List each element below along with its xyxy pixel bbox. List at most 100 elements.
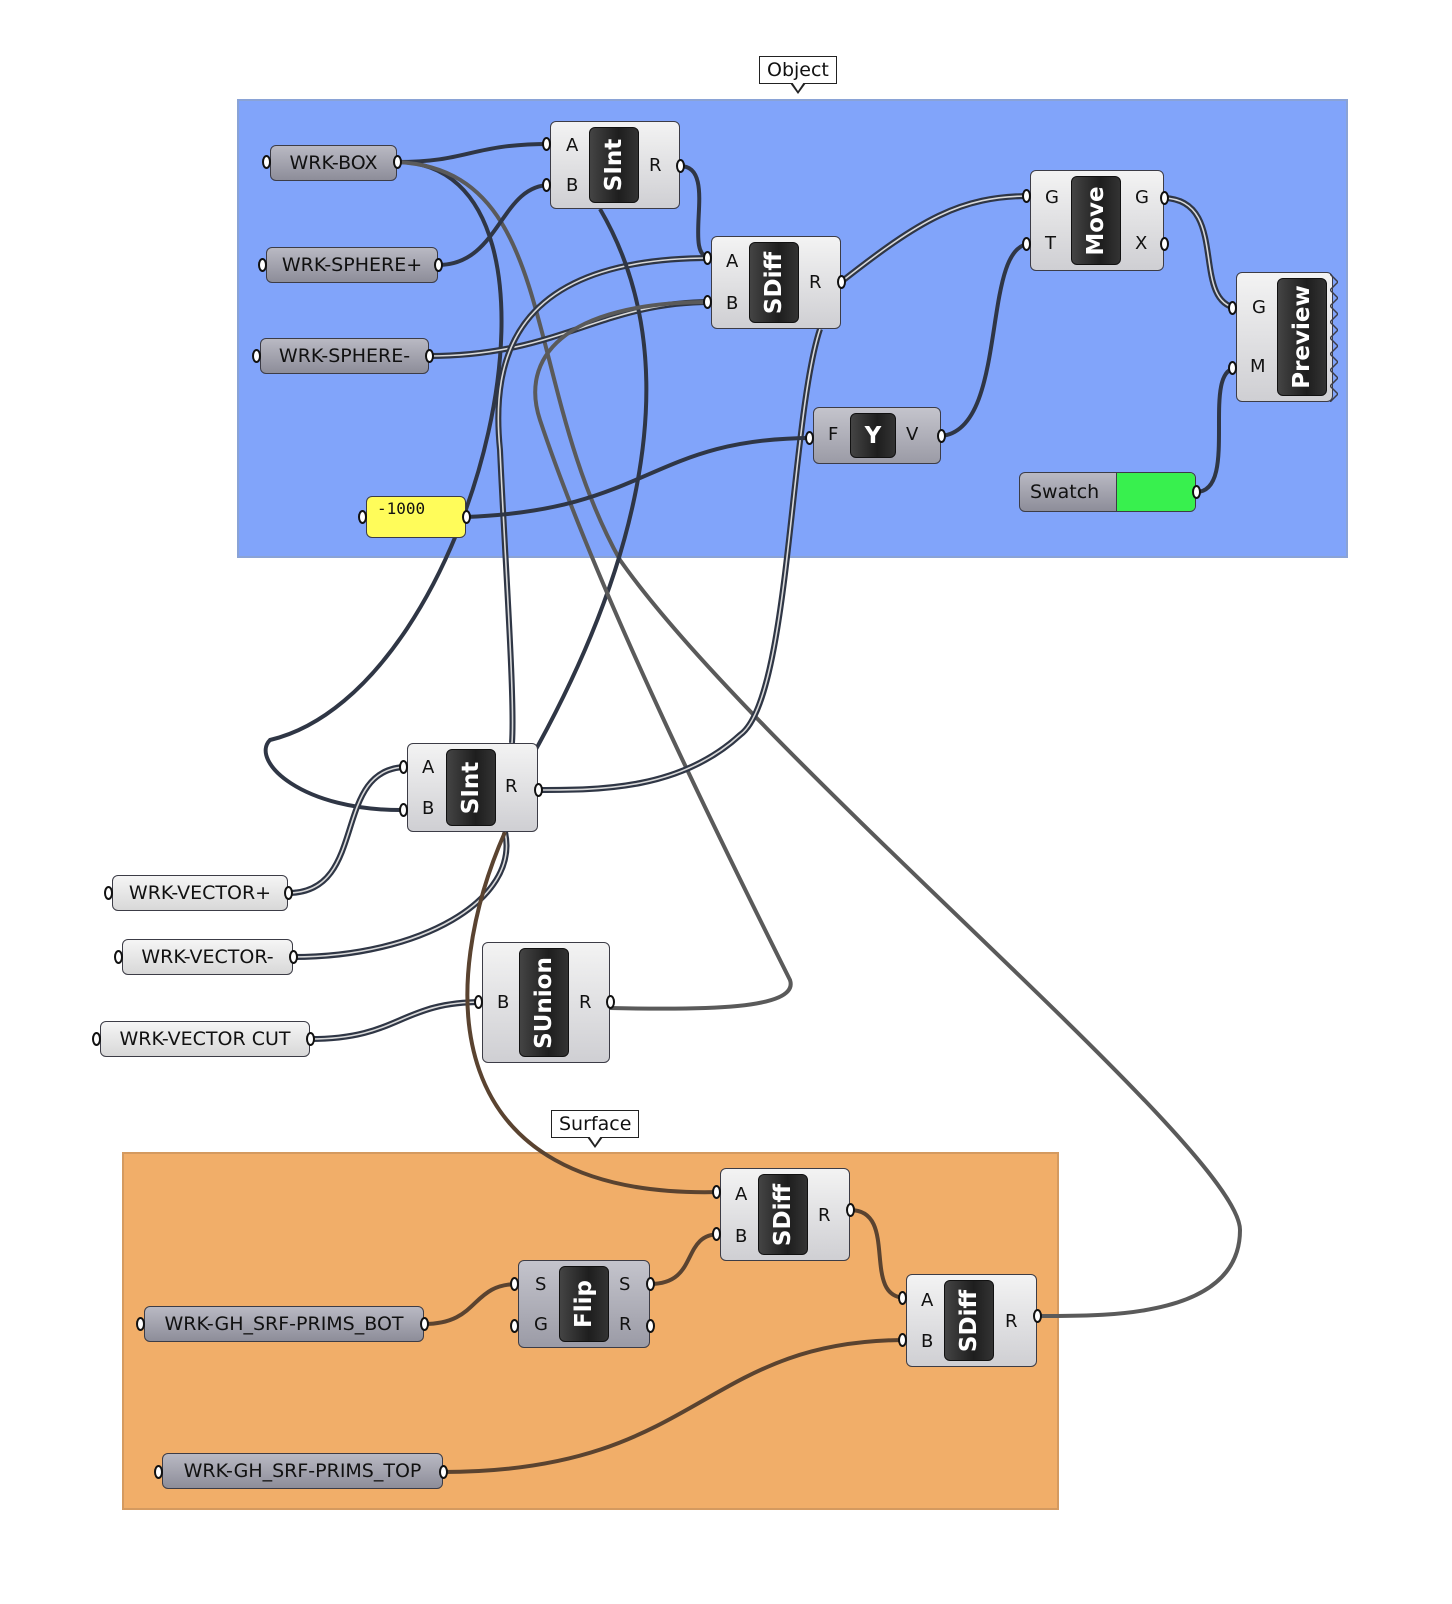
component-sdiff-surface-1[interactable]: A B SDiff R xyxy=(720,1168,850,1261)
wire-sdiff-a-sint-mid-inner xyxy=(497,257,712,744)
component-sunion[interactable]: B SUnion R xyxy=(482,942,610,1063)
port-knob[interactable] xyxy=(283,886,293,900)
component-move[interactable]: G T Move G X xyxy=(1030,170,1164,271)
flip-core: Flip xyxy=(559,1266,609,1342)
port-knob[interactable] xyxy=(1032,1309,1042,1323)
port-knob[interactable] xyxy=(1227,361,1237,375)
port-knob[interactable] xyxy=(288,950,298,964)
port-g: G xyxy=(1252,297,1266,318)
swatch[interactable]: Swatch xyxy=(1019,472,1196,512)
wire-sint-sdiff-a xyxy=(679,164,712,260)
param-wrk-vector-cut[interactable]: WRK-VECTOR CUT xyxy=(100,1021,310,1057)
port-knob[interactable] xyxy=(509,1277,519,1291)
wire-bot-flip xyxy=(423,1282,519,1326)
param-wrk-box[interactable]: WRK-BOX xyxy=(270,145,397,181)
port-knob[interactable] xyxy=(1021,237,1031,251)
port-r: R xyxy=(649,155,662,176)
component-preview[interactable]: G M Preview xyxy=(1236,272,1333,402)
port-knob[interactable] xyxy=(936,429,946,443)
component-flip[interactable]: S G Flip S R xyxy=(518,1260,650,1348)
port-knob[interactable] xyxy=(804,431,814,445)
port-knob[interactable] xyxy=(1227,301,1237,315)
port-knob[interactable] xyxy=(1159,191,1169,205)
port-knob[interactable] xyxy=(897,1291,907,1305)
port-knob[interactable] xyxy=(541,137,551,151)
port-knob[interactable] xyxy=(392,155,402,169)
number-slider-value[interactable]: -1000 xyxy=(366,496,466,538)
port-knob[interactable] xyxy=(398,760,408,774)
port-x: X xyxy=(1135,233,1148,254)
param-wrk-sphere-plus[interactable]: WRK-SPHERE+ xyxy=(266,247,438,283)
component-sint-mid[interactable]: A B SInt R xyxy=(407,743,538,832)
port-knob[interactable] xyxy=(305,1032,315,1046)
port-knob[interactable] xyxy=(702,251,712,265)
component-sdiff-top[interactable]: A B SDiff R xyxy=(711,236,841,329)
port-knob[interactable] xyxy=(91,1032,101,1046)
param-label: WRK-BOX xyxy=(289,152,378,174)
port-knob[interactable] xyxy=(711,1227,721,1241)
param-wrk-sphere-minus[interactable]: WRK-SPHERE- xyxy=(260,338,429,374)
port-knob[interactable] xyxy=(836,275,846,289)
sint-top-core: SInt xyxy=(589,127,639,203)
port-knob[interactable] xyxy=(153,1465,163,1479)
port-g: G xyxy=(534,1314,548,1335)
port-knob[interactable] xyxy=(897,1333,907,1347)
port-knob[interactable] xyxy=(398,803,408,817)
port-s: S xyxy=(535,1274,547,1295)
port-knob[interactable] xyxy=(533,783,543,797)
wire-move-preview xyxy=(1163,195,1237,311)
port-f: F xyxy=(828,424,839,445)
sunion-core: SUnion xyxy=(519,948,569,1057)
port-knob[interactable] xyxy=(1191,485,1201,499)
port-knob[interactable] xyxy=(424,349,434,363)
wire-sphere-minus-sdiff-b xyxy=(428,299,712,359)
port-knob[interactable] xyxy=(113,950,123,964)
port-knob[interactable] xyxy=(135,1317,145,1331)
component-name: Preview xyxy=(1289,285,1315,389)
port-knob[interactable] xyxy=(541,178,551,192)
port-knob[interactable] xyxy=(1021,189,1031,203)
param-label: WRK-SPHERE- xyxy=(278,345,411,367)
wire-box-sint-a xyxy=(396,142,551,164)
port-knob[interactable] xyxy=(605,995,615,1009)
port-knob[interactable] xyxy=(419,1317,429,1331)
component-sint-top[interactable]: A B SInt R xyxy=(550,121,680,209)
port-knob[interactable] xyxy=(509,1319,519,1333)
port-knob[interactable] xyxy=(1159,237,1169,251)
group-surface-label: Surface xyxy=(551,1110,640,1148)
port-knob[interactable] xyxy=(675,159,685,173)
component-name: SDiff xyxy=(761,251,787,314)
port-knob[interactable] xyxy=(645,1319,655,1333)
port-knob[interactable] xyxy=(103,886,113,900)
param-wrk-vector-plus[interactable]: WRK-VECTOR+ xyxy=(112,875,288,911)
param-label: WRK-VECTOR+ xyxy=(128,882,272,904)
port-knob[interactable] xyxy=(845,1203,855,1217)
port-knob[interactable] xyxy=(251,349,261,363)
port-knob[interactable] xyxy=(433,258,443,272)
param-srf-prims-top[interactable]: WRK-GH_SRF-PRIMS_TOP xyxy=(162,1453,443,1489)
port-t: T xyxy=(1045,233,1056,254)
param-srf-prims-bot[interactable]: WRK-GH_SRF-PRIMS_BOT xyxy=(144,1306,424,1342)
swatch-color[interactable] xyxy=(1116,473,1195,511)
wire-vector-cut-sunion xyxy=(309,999,483,1042)
param-wrk-vector-minus[interactable]: WRK-VECTOR- xyxy=(122,939,293,975)
port-knob[interactable] xyxy=(357,510,367,524)
port-knob[interactable] xyxy=(261,155,271,169)
port-knob[interactable] xyxy=(473,995,483,1009)
port-knob[interactable] xyxy=(257,258,267,272)
wire-top-sdiff2-b xyxy=(442,1338,907,1474)
port-knob[interactable] xyxy=(711,1185,721,1199)
port-knob[interactable] xyxy=(438,1465,448,1479)
port-b: B xyxy=(422,798,435,819)
component-name: SDiff xyxy=(770,1183,796,1246)
component-sdiff-surface-2[interactable]: A B SDiff R xyxy=(906,1274,1037,1367)
component-unit-y[interactable]: F Y V xyxy=(813,407,941,464)
component-name: Flip xyxy=(571,1280,597,1328)
param-label: WRK-SPHERE+ xyxy=(281,254,423,276)
unit-y-core: Y xyxy=(850,413,896,458)
port-knob[interactable] xyxy=(645,1277,655,1291)
port-knob[interactable] xyxy=(702,295,712,309)
component-name: SInt xyxy=(601,138,627,192)
port-knob[interactable] xyxy=(461,510,471,524)
